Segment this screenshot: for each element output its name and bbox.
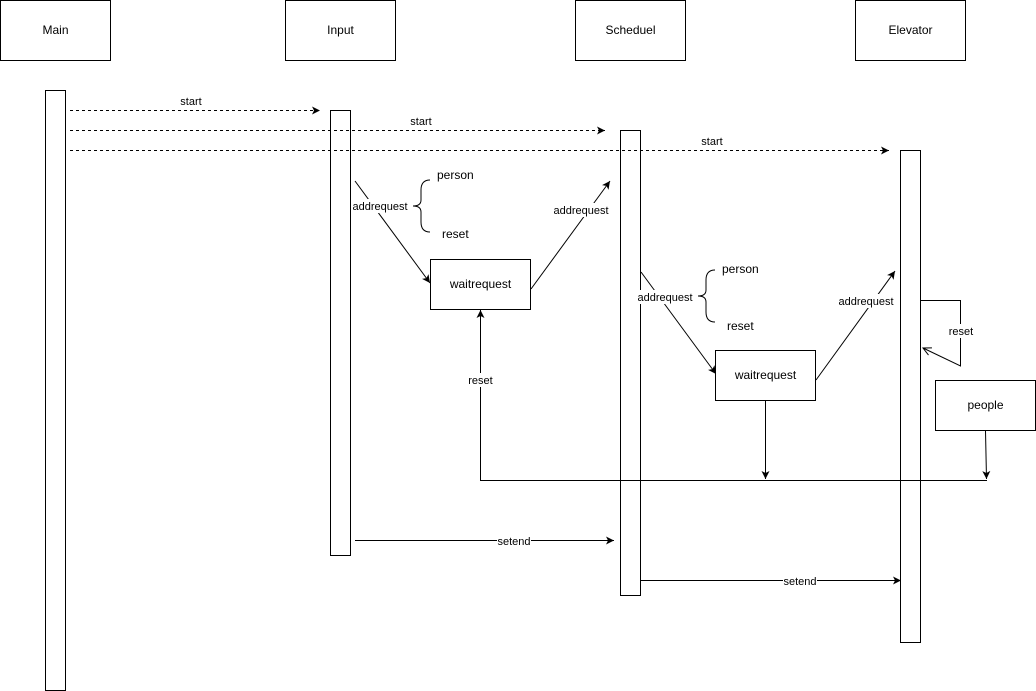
reset-self-loop-label: reset xyxy=(949,326,973,338)
addrequest-input-arrow[interactable] xyxy=(354,180,431,284)
option-scheduel-reset: reset xyxy=(727,319,754,333)
lifeline-main-label: Main xyxy=(42,23,68,37)
lifeline-elevator-label: Elevator xyxy=(888,23,932,37)
setend-scheduel-label: setend xyxy=(497,536,530,548)
reset-back-arrow[interactable] xyxy=(476,310,988,481)
waitrequest-input-label: waitrequest xyxy=(449,277,512,291)
addrequest-to-scheduel-label: addrequest xyxy=(553,205,608,217)
activation-bar-main[interactable] xyxy=(45,90,66,691)
start-message-input-label: start xyxy=(180,96,201,108)
waitrequest-box-scheduel[interactable]: waitrequest xyxy=(715,350,816,401)
addrequest-scheduel-arrow[interactable] xyxy=(640,271,717,375)
setend-elevator-label: setend xyxy=(783,576,816,588)
addrequest-scheduel-label: addrequest xyxy=(637,292,692,304)
addrequest-to-scheduel-arrow[interactable] xyxy=(530,180,611,290)
waitrequest-box-input[interactable]: waitrequest xyxy=(430,259,531,310)
lifeline-main-header[interactable]: Main xyxy=(0,0,111,61)
people-to-reset-line-arrow[interactable] xyxy=(982,430,991,480)
start-message-elevator-label: start xyxy=(701,136,722,148)
options-brace-input xyxy=(412,179,431,233)
options-brace-scheduel xyxy=(697,269,716,323)
option-input-reset: reset xyxy=(442,227,469,241)
addrequest-to-elevator-arrow[interactable] xyxy=(815,270,896,381)
people-label: people xyxy=(967,398,1003,412)
lifeline-input-label: Input xyxy=(327,23,354,37)
option-scheduel-person: person xyxy=(722,262,759,276)
activation-bar-elevator[interactable] xyxy=(900,150,921,643)
addrequest-to-elevator-label: addrequest xyxy=(838,296,893,308)
people-box[interactable]: people xyxy=(935,380,1036,431)
activation-bar-scheduel[interactable] xyxy=(620,130,641,596)
start-message-scheduel-label: start xyxy=(410,116,431,128)
lifeline-scheduel-header[interactable]: Scheduel xyxy=(575,0,686,61)
waitrequest-scheduel-label: waitrequest xyxy=(734,368,797,382)
lifeline-elevator-header[interactable]: Elevator xyxy=(855,0,966,61)
option-input-person: person xyxy=(437,168,474,182)
lifeline-input-header[interactable]: Input xyxy=(285,0,396,61)
addrequest-input-label: addrequest xyxy=(352,201,407,213)
reset-back-label: reset xyxy=(468,375,492,387)
lifeline-scheduel-label: Scheduel xyxy=(605,23,655,37)
activation-bar-input[interactable] xyxy=(330,110,351,556)
